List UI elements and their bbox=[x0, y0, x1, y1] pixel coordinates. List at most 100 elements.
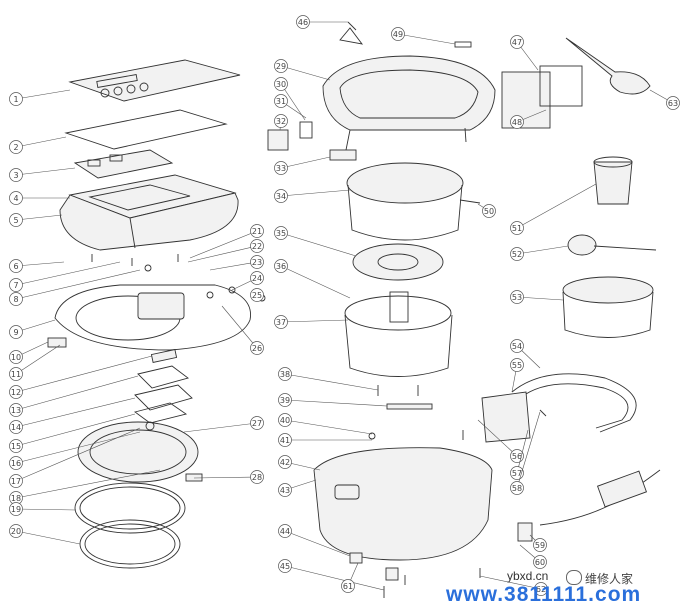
callout-bubble bbox=[9, 524, 23, 538]
callout-number: 56 bbox=[512, 452, 522, 461]
callout-14: 14 bbox=[9, 397, 136, 434]
callout-number: 44 bbox=[280, 527, 290, 536]
small-bracket-center bbox=[368, 385, 433, 440]
callout-number: 57 bbox=[512, 469, 522, 478]
callout-number: 50 bbox=[484, 207, 494, 216]
control-panel-cover bbox=[68, 59, 241, 102]
callout-bubble bbox=[9, 92, 23, 106]
callout-leader-line bbox=[187, 245, 258, 263]
callout-number: 31 bbox=[276, 97, 286, 106]
callout-bubble bbox=[274, 259, 288, 273]
latch-parts bbox=[267, 121, 357, 161]
callout-leader-line bbox=[280, 156, 331, 169]
callout-number: 11 bbox=[11, 370, 21, 379]
callout-29: 29 bbox=[274, 59, 331, 81]
callout-number: 13 bbox=[11, 406, 21, 415]
callout-leader-line bbox=[15, 89, 71, 100]
callout-60: 60 bbox=[519, 544, 547, 569]
callout-leader-line bbox=[15, 214, 63, 221]
callout-bubble bbox=[9, 292, 23, 306]
callout-bubble bbox=[250, 255, 264, 269]
callout-number: 62 bbox=[536, 585, 546, 594]
callout-bubble bbox=[9, 278, 23, 292]
callout-leader-line bbox=[516, 411, 541, 489]
callout-bubble bbox=[278, 483, 292, 497]
callout-38: 38 bbox=[278, 367, 379, 391]
callout-leader-line bbox=[15, 431, 141, 464]
callout-bubble bbox=[274, 189, 288, 203]
callout-bubble bbox=[510, 358, 524, 372]
rear-cover-panel bbox=[481, 391, 531, 443]
callout-number: 17 bbox=[11, 477, 21, 486]
callout-leader-line bbox=[280, 65, 331, 81]
callout-leader-line bbox=[516, 296, 564, 301]
callout-bubble bbox=[250, 416, 264, 430]
callout-32: 32 bbox=[274, 114, 288, 131]
callout-10: 10 bbox=[9, 341, 49, 364]
callout-54: 54 bbox=[510, 339, 541, 369]
callout-number: 29 bbox=[276, 62, 286, 71]
callout-number: 45 bbox=[280, 562, 290, 571]
callout-number: 25 bbox=[252, 291, 262, 300]
callout-51: 51 bbox=[510, 183, 597, 235]
callout-number: 37 bbox=[276, 318, 286, 327]
callout-number: 15 bbox=[11, 442, 21, 451]
watermark-site: www.3811111.com bbox=[446, 583, 642, 606]
callout-leader-line bbox=[15, 530, 81, 545]
callout-leader-line bbox=[209, 261, 258, 271]
callout-58: 58 bbox=[510, 411, 541, 495]
callout-bubble bbox=[278, 559, 292, 573]
callout-number: 12 bbox=[11, 388, 21, 397]
callout-leader-line bbox=[15, 469, 161, 499]
callout-33: 33 bbox=[274, 156, 331, 175]
callout-bubble bbox=[9, 474, 23, 488]
callout-bubble bbox=[9, 502, 23, 516]
callout-leader-line bbox=[15, 375, 139, 411]
panel-sheet bbox=[64, 109, 228, 150]
callout-number: 10 bbox=[11, 353, 21, 362]
callout-9: 9 bbox=[9, 319, 56, 339]
callout-number: 3 bbox=[13, 171, 18, 180]
inner-cooking-pot bbox=[346, 162, 481, 241]
watermark-domain: ybxd.cn bbox=[507, 569, 549, 583]
small-screws-right bbox=[462, 409, 547, 440]
callout-1: 1 bbox=[9, 89, 71, 106]
callout-bubble bbox=[274, 94, 288, 108]
callout-bubble bbox=[250, 224, 264, 238]
callout-bubble bbox=[274, 226, 288, 240]
callout-bubble bbox=[274, 161, 288, 175]
callout-bubble bbox=[278, 433, 292, 447]
callout-number: 51 bbox=[512, 224, 522, 233]
callout-6: 6 bbox=[9, 259, 65, 273]
callout-leader-line bbox=[397, 33, 456, 45]
callout-bubble bbox=[9, 456, 23, 470]
callout-bubble bbox=[9, 140, 23, 154]
callout-leader-line bbox=[477, 419, 518, 457]
callout-bubble bbox=[9, 191, 23, 205]
callout-number: 34 bbox=[276, 192, 286, 201]
callout-46: 46 bbox=[296, 15, 348, 29]
callout-45: 45 bbox=[278, 559, 385, 591]
callout-15: 15 bbox=[9, 413, 136, 453]
callout-bubble bbox=[250, 470, 264, 484]
callout-49: 49 bbox=[391, 27, 456, 45]
callout-number: 7 bbox=[13, 281, 18, 290]
callout-48: 48 bbox=[510, 109, 547, 129]
callout-bubble bbox=[274, 59, 288, 73]
rice-paddle bbox=[567, 234, 657, 256]
callout-31: 31 bbox=[274, 94, 307, 119]
callout-leader-line bbox=[284, 530, 351, 557]
callout-leader-line bbox=[15, 344, 61, 375]
callout-25: 25 bbox=[250, 288, 264, 302]
callout-bubble bbox=[9, 420, 23, 434]
callout-number: 35 bbox=[276, 229, 286, 238]
callout-bubble bbox=[510, 339, 524, 353]
callouts-layer: 1234567891011121314151617181920212223242… bbox=[9, 15, 680, 596]
small-screws-left bbox=[91, 254, 266, 482]
callout-42: 42 bbox=[278, 455, 321, 471]
callout-47: 47 bbox=[510, 35, 539, 71]
power-cord bbox=[517, 469, 661, 542]
callout-41: 41 bbox=[278, 433, 372, 447]
callout-bubble bbox=[278, 455, 292, 469]
